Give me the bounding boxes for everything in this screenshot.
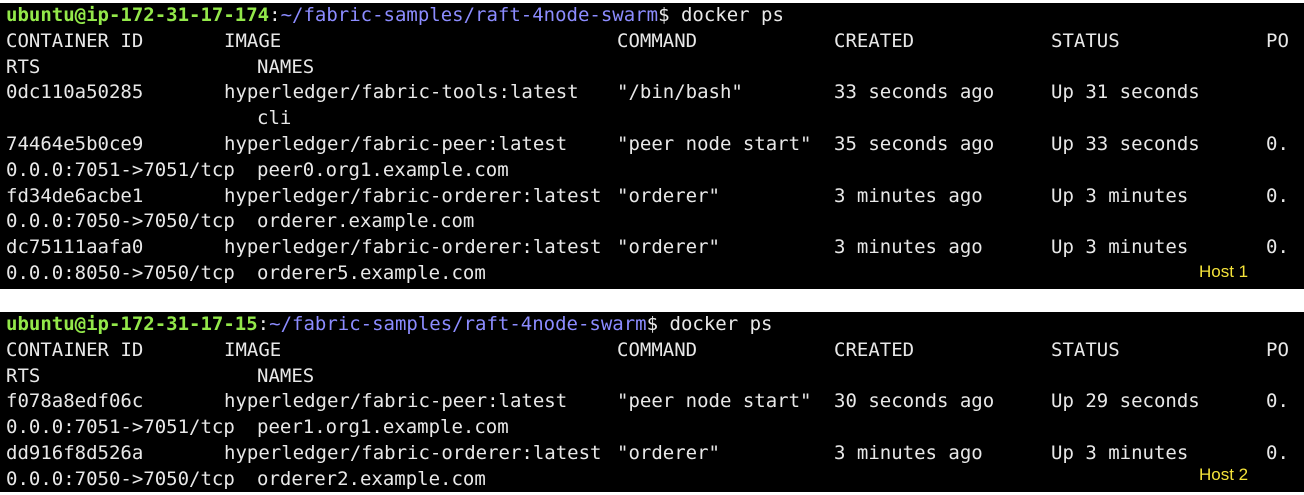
header-names: NAMES <box>257 364 315 387</box>
header-names: NAMES <box>257 55 315 78</box>
created-time: 3 minutes ago <box>834 441 983 464</box>
created-time: 33 seconds ago <box>834 81 995 104</box>
header-ports-tail: RTS <box>6 55 41 78</box>
container-id: 0dc110a50285 <box>6 81 144 104</box>
ports-head: 0. <box>1266 132 1289 155</box>
host-2-label: Host 2 <box>1199 465 1249 484</box>
header-image: IMAGE <box>224 29 282 52</box>
created-time: 30 seconds ago <box>834 390 995 413</box>
header-ports-head: PO <box>1266 29 1289 52</box>
container-status: Up 3 minutes <box>1051 184 1189 207</box>
header-row-wrap: RTS NAMES <box>0 364 1304 390</box>
header-created: CREATED <box>834 338 915 361</box>
container-command: "peer node start" <box>617 132 812 155</box>
prompt-path: ~/fabric-samples/raft-4node-swarm <box>280 4 659 26</box>
prompt-dollar: $ <box>646 313 670 335</box>
container-id: dc75111aafa0 <box>6 236 144 259</box>
header-image: IMAGE <box>224 338 282 361</box>
typed-command: docker ps <box>669 313 773 335</box>
container-name: orderer2.example.com <box>257 467 486 490</box>
ports-tail: 0.0.0:8050->7050/tcp <box>6 261 235 284</box>
ports-head: 0. <box>1266 236 1289 259</box>
table-row: f078a8edf06c hyperledger/fabric-peer:lat… <box>0 389 1304 415</box>
ports-head: 0. <box>1266 390 1289 413</box>
created-time: 3 minutes ago <box>834 184 983 207</box>
ports-tail: 0.0.0:7051->7051/tcp <box>6 416 235 439</box>
table-row-wrap: cli <box>0 106 1304 132</box>
container-id: 74464e5b0ce9 <box>6 132 144 155</box>
container-status: Up 33 seconds <box>1051 132 1200 155</box>
ports-head: 0. <box>1266 441 1289 464</box>
container-id: dd916f8d526a <box>6 441 144 464</box>
table-row: fd34de6acbe1 hyperledger/fabric-orderer:… <box>0 184 1304 210</box>
container-name: orderer5.example.com <box>257 261 486 284</box>
table-row: 74464e5b0ce9 hyperledger/fabric-peer:lat… <box>0 132 1304 158</box>
container-command: "/bin/bash" <box>617 81 743 104</box>
container-name: cli <box>257 107 292 130</box>
terminal-window-host-1[interactable]: ubuntu@ip-172-31-17-174:~/fabric-samples… <box>0 3 1304 289</box>
container-status: Up 3 minutes <box>1051 236 1189 259</box>
header-container-id: CONTAINER ID <box>6 29 144 52</box>
image-name: hyperledger/fabric-orderer:latest <box>224 236 602 259</box>
ports-head: 0. <box>1266 184 1289 207</box>
table-row-wrap: 0.0.0:7051->7051/tcp peer0.org1.example.… <box>0 158 1304 184</box>
table-row-wrap: 0.0.0:7050->7050/tcp orderer.example.com <box>0 209 1304 235</box>
container-command: "orderer" <box>617 236 720 259</box>
container-command: "orderer" <box>617 441 720 464</box>
header-ports-tail: RTS <box>6 364 41 387</box>
header-status: STATUS <box>1051 338 1120 361</box>
header-command: COMMAND <box>617 29 698 52</box>
container-status: Up 3 minutes <box>1051 441 1189 464</box>
header-row-wrap: RTS NAMES <box>0 55 1304 81</box>
container-id: f078a8edf06c <box>6 390 144 413</box>
table-row: dd916f8d526a hyperledger/fabric-orderer:… <box>0 441 1304 467</box>
prompt-line: ubuntu@ip-172-31-17-15:~/fabric-samples/… <box>0 312 1304 338</box>
header-row: CONTAINER ID IMAGE COMMAND CREATED STATU… <box>0 338 1304 364</box>
table-row: 0dc110a50285 hyperledger/fabric-tools:la… <box>0 80 1304 106</box>
container-status: Up 31 seconds <box>1051 81 1200 104</box>
container-id: fd34de6acbe1 <box>6 184 144 207</box>
ports-tail: 0.0.0:7050->7050/tcp <box>6 210 235 233</box>
container-name: orderer.example.com <box>257 210 475 233</box>
prompt-dollar: $ <box>658 4 681 26</box>
prompt-path: ~/fabric-samples/raft-4node-swarm <box>269 313 647 335</box>
image-name: hyperledger/fabric-orderer:latest <box>224 441 602 464</box>
table-row-wrap: 0.0.0:7051->7051/tcp peer1.org1.example.… <box>0 415 1304 441</box>
image-name: hyperledger/fabric-peer:latest <box>224 132 568 155</box>
container-command: "orderer" <box>617 184 720 207</box>
header-ports-head: PO <box>1266 338 1289 361</box>
ports-tail: 0.0.0:7050->7050/tcp <box>6 467 235 490</box>
header-status: STATUS <box>1051 29 1120 52</box>
ports-tail: 0.0.0:7051->7051/tcp <box>6 158 235 181</box>
host-1-label: Host 1 <box>1199 262 1249 281</box>
prompt-colon: : <box>257 313 270 335</box>
header-container-id: CONTAINER ID <box>6 338 144 361</box>
header-command: COMMAND <box>617 338 698 361</box>
container-name: peer1.org1.example.com <box>257 416 509 439</box>
prompt-line: ubuntu@ip-172-31-17-174:~/fabric-samples… <box>0 3 1304 29</box>
header-row: CONTAINER ID IMAGE COMMAND CREATED STATU… <box>0 29 1304 55</box>
table-row-wrap: 0.0.0:8050->7050/tcp orderer5.example.co… <box>0 261 1304 287</box>
container-status: Up 29 seconds <box>1051 390 1200 413</box>
image-name: hyperledger/fabric-orderer:latest <box>224 184 602 207</box>
prompt-user-host: ubuntu@ip-172-31-17-15 <box>6 313 258 335</box>
typed-command: docker ps <box>680 4 784 26</box>
table-row-wrap: 0.0.0:7050->7050/tcp orderer2.example.co… <box>0 467 1304 492</box>
created-time: 35 seconds ago <box>834 132 995 155</box>
table-row: dc75111aafa0 hyperledger/fabric-orderer:… <box>0 235 1304 261</box>
container-name: peer0.org1.example.com <box>257 158 509 181</box>
container-command: "peer node start" <box>617 390 812 413</box>
prompt-colon: : <box>269 4 281 26</box>
created-time: 3 minutes ago <box>834 236 983 259</box>
header-created: CREATED <box>834 29 915 52</box>
terminal-window-host-2[interactable]: ubuntu@ip-172-31-17-15:~/fabric-samples/… <box>0 312 1304 492</box>
image-name: hyperledger/fabric-peer:latest <box>224 390 568 413</box>
image-name: hyperledger/fabric-tools:latest <box>224 81 579 104</box>
prompt-user-host: ubuntu@ip-172-31-17-174 <box>6 4 270 26</box>
